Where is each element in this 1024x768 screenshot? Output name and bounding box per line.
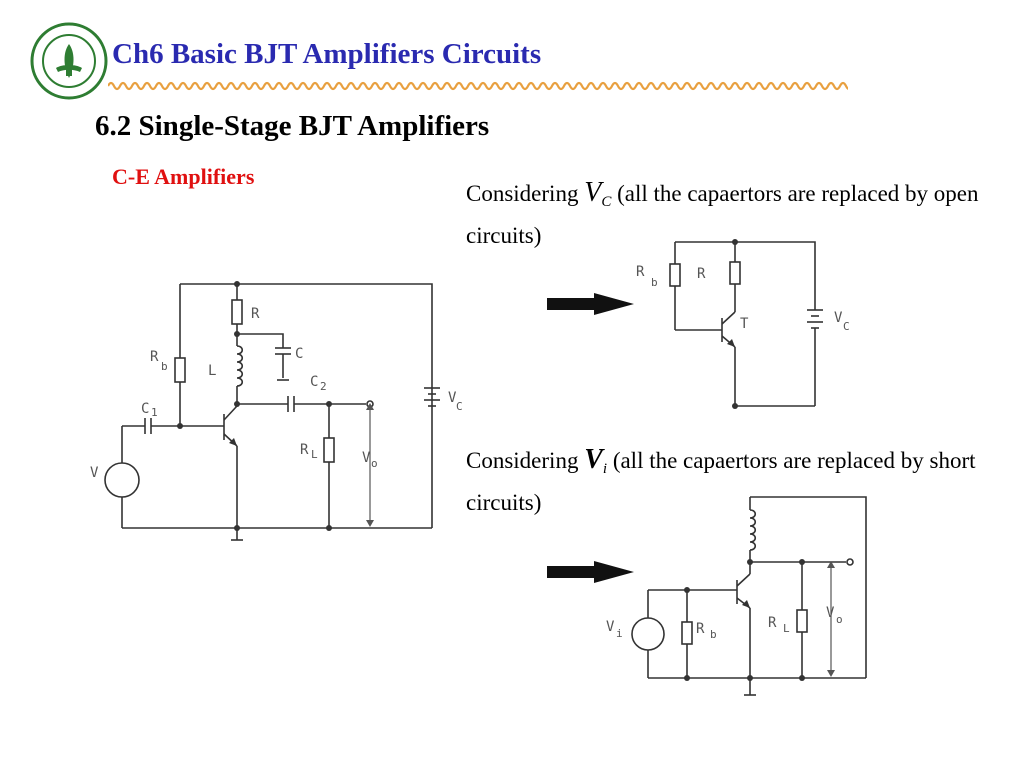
paragraph-dc-analysis: Considering VC (all the capaertors are r…	[466, 176, 1006, 253]
label-rb-sub: b	[161, 360, 168, 373]
resistor-rl	[323, 437, 335, 463]
ce-amplifier-schematic: R C L R b C 1 C 2 R L V o V V C	[90, 281, 463, 541]
label-vc: V	[834, 310, 843, 326]
label-l: L	[208, 363, 216, 379]
ac-equivalent-schematic: V i R b R L V o	[547, 496, 867, 696]
label-vc-sub: C	[843, 320, 850, 333]
label-c1: C	[141, 401, 149, 417]
label-rb-sub: b	[710, 628, 717, 641]
label-vo-sub: o	[371, 457, 378, 470]
inductor-l	[749, 509, 757, 551]
label-rb: R	[696, 621, 705, 637]
label-c1-sub: 1	[151, 406, 158, 419]
label-vo: V	[362, 450, 371, 466]
label-rb-sub: b	[651, 276, 658, 289]
paragraph-ac-analysis: Considering Vi (all the capaertors are r…	[466, 443, 1006, 520]
para1-symbol: V	[584, 177, 602, 208]
label-vc: V	[448, 390, 457, 406]
label-vi: V	[606, 619, 615, 635]
para2-rest: (all the capaertors are replaced by shor…	[466, 448, 976, 515]
resistor-rb	[681, 621, 693, 645]
label-t: T	[740, 316, 749, 332]
inductor-l	[236, 345, 244, 387]
resistor-rl	[796, 609, 808, 633]
label-r: R	[697, 266, 706, 282]
label-rl-sub: L	[783, 622, 790, 635]
para2-symbol: V	[584, 444, 603, 475]
university-logo	[30, 22, 108, 100]
resistor-rb	[669, 263, 681, 287]
label-v: V	[90, 465, 99, 481]
section-heading: 6.2 Single-Stage BJT Amplifiers	[95, 110, 490, 142]
label-rl-sub: L	[311, 448, 318, 461]
label-vo-sub: o	[836, 613, 843, 626]
label-rl: R	[300, 442, 309, 458]
para2-lead: Considering	[466, 448, 579, 473]
voltage-source-v	[104, 462, 140, 498]
label-r: R	[251, 306, 260, 322]
label-c: C	[295, 346, 303, 362]
dc-equivalent-schematic: R b R T V C	[547, 239, 850, 409]
para1-symbol-sub: C	[601, 194, 612, 210]
label-c2: C	[310, 374, 318, 390]
para2-symbol-sub: i	[602, 461, 608, 477]
subtitle-ce-amplifiers: C-E Amplifiers	[112, 164, 255, 189]
label-rl: R	[768, 615, 777, 631]
header-wavy-divider	[108, 81, 848, 91]
right-arrow-icon	[547, 561, 634, 583]
label-vi-sub: i	[616, 627, 623, 640]
label-rb: R	[636, 264, 645, 280]
label-vo: V	[826, 605, 835, 621]
voltage-source-vi	[631, 617, 665, 651]
para1-rest: (all the capaertors are replaced by open…	[466, 181, 979, 248]
slide-header-title: Ch6 Basic BJT Amplifiers Circuits	[112, 38, 542, 70]
right-arrow-icon	[547, 293, 634, 315]
resistor-r	[729, 261, 741, 285]
label-vc-sub: C	[456, 400, 463, 413]
label-c2-sub: 2	[320, 380, 327, 393]
resistor-r	[231, 299, 243, 325]
resistor-rb	[174, 357, 186, 383]
para1-lead: Considering	[466, 181, 579, 206]
label-rb: R	[150, 349, 159, 365]
